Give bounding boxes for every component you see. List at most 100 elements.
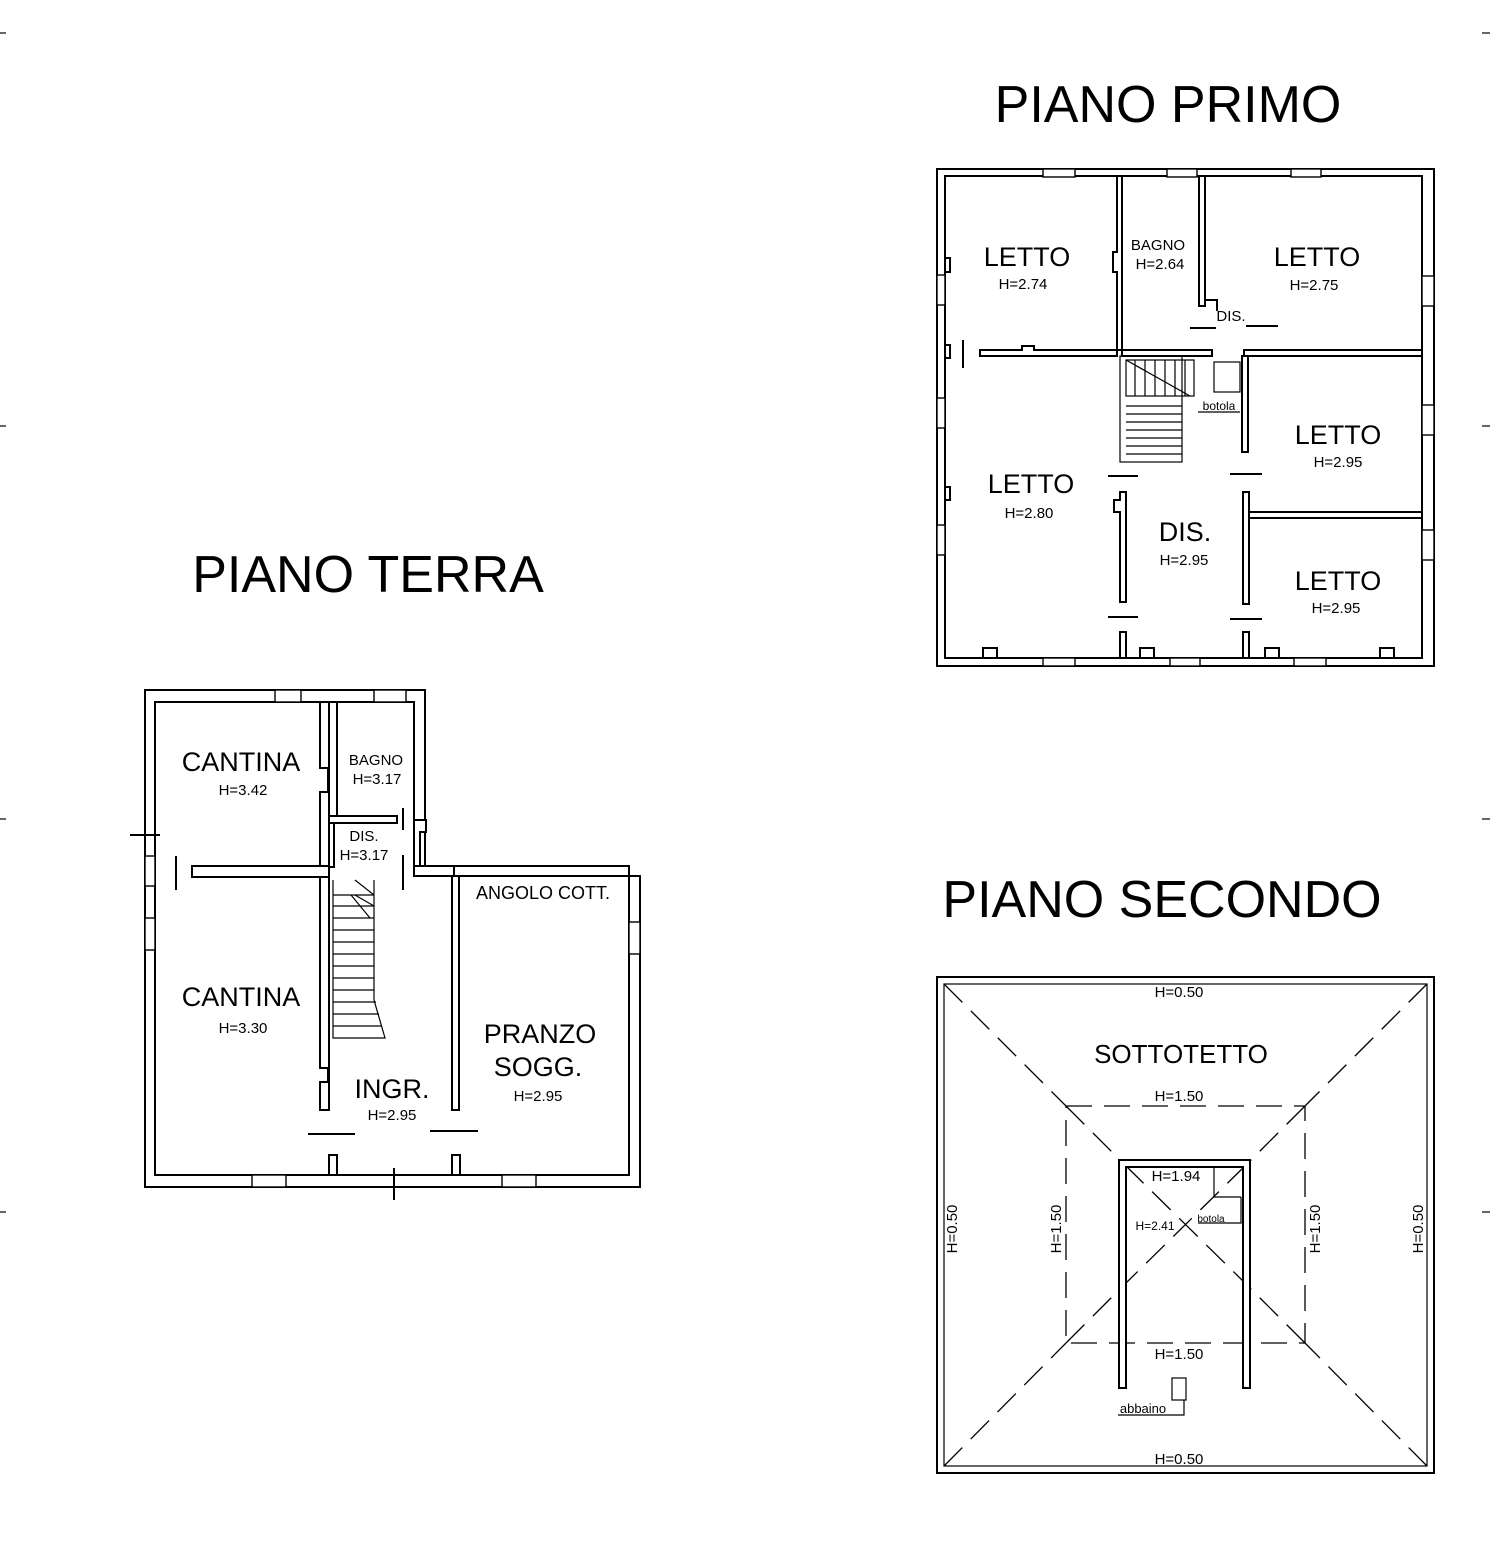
terra-height-dis: H=3.17 <box>340 847 389 864</box>
primo-room-letto-ne: LETTO <box>1274 242 1361 272</box>
secondo-room-sottotetto: SOTTOTETTO <box>1094 1039 1268 1069</box>
terra-wall-bagno <box>328 701 338 817</box>
primo-wall-notch <box>945 344 951 359</box>
primo-height-dis: H=2.95 <box>1160 552 1209 569</box>
terra-window <box>251 1174 287 1188</box>
secondo-height-inner-top: H=1.94 <box>1152 1168 1201 1185</box>
terra-room-angolo-cottura: ANGOLO COTT. <box>476 883 610 903</box>
primo-window <box>1290 168 1322 178</box>
primo-wall <box>1112 175 1123 351</box>
primo-botola-label: botola <box>1203 399 1236 413</box>
primo-height-letto-w: H=2.80 <box>1005 505 1054 522</box>
terra-room-pranzo-line1: PRANZO <box>484 1019 597 1049</box>
secondo-botola-frame <box>1198 1197 1242 1224</box>
primo-height-bagno: H=2.64 <box>1136 256 1185 273</box>
terra-height-cantina-bottom: H=3.30 <box>219 1020 268 1037</box>
primo-room-letto-w: LETTO <box>988 469 1075 499</box>
primo-wall-horizontal <box>1243 349 1423 357</box>
primo-room-letto-nw: LETTO <box>984 242 1071 272</box>
piano-terra-plan: PIANO TERRA <box>130 546 641 1200</box>
secondo-outer-wall <box>936 976 1435 1474</box>
primo-window <box>936 397 946 429</box>
primo-wall-notch <box>945 257 951 273</box>
terra-window <box>373 689 407 703</box>
terra-staircase <box>332 879 386 1039</box>
sheet-tick-marks <box>0 32 1490 1213</box>
terra-wall-bagno-bottom <box>328 815 398 824</box>
secondo-height-mid-right: H=1.50 <box>1307 1205 1324 1254</box>
secondo-height-mid-top: H=1.50 <box>1155 1088 1204 1105</box>
primo-room-dis-small: DIS. <box>1216 308 1245 325</box>
secondo-height-outer-right: H=0.50 <box>1410 1205 1427 1254</box>
primo-room-bagno: BAGNO <box>1131 237 1185 254</box>
secondo-inner-wall <box>943 983 1428 1467</box>
terra-room-ingresso: INGR. <box>354 1074 429 1104</box>
terra-wall-stair-west <box>319 876 330 1111</box>
terra-window <box>274 689 302 703</box>
primo-wall-notch <box>1379 647 1395 658</box>
secondo-height-mid-bottom: H=1.50 <box>1155 1346 1204 1363</box>
secondo-botola-label: botola <box>1197 1214 1225 1225</box>
terra-entrance <box>308 1130 478 1200</box>
primo-window <box>1166 168 1198 178</box>
terra-height-pranzo: H=2.95 <box>514 1088 563 1105</box>
primo-window <box>1042 168 1076 178</box>
terra-inner-wall <box>154 701 630 1176</box>
secondo-abbaino-leader <box>1118 1400 1185 1416</box>
secondo-height-outer-bottom: H=0.50 <box>1155 1451 1204 1468</box>
terra-wall-cantina-divider <box>191 865 330 878</box>
primo-height-letto-e1: H=2.95 <box>1314 454 1363 471</box>
terra-window <box>144 917 156 951</box>
primo-window <box>1042 657 1076 667</box>
terra-window <box>501 1174 537 1188</box>
primo-staircase <box>1119 355 1195 463</box>
terra-room-bagno: BAGNO <box>349 752 403 769</box>
terra-room-cantina-bottom: CANTINA <box>182 982 301 1012</box>
secondo-abbaino-label: abbaino <box>1120 1401 1166 1416</box>
terra-room-cantina-top: CANTINA <box>182 747 301 777</box>
primo-room-letto-e2: LETTO <box>1295 566 1382 596</box>
primo-height-letto-ne: H=2.75 <box>1290 277 1339 294</box>
primo-window <box>936 274 946 306</box>
piano-primo-plan: PIANO PRIMO <box>936 76 1435 667</box>
primo-room-letto-e1: LETTO <box>1295 420 1382 450</box>
piano-secondo-plan: PIANO SECONDO botola abbaino <box>936 871 1435 1474</box>
terra-window <box>628 921 641 955</box>
primo-height-letto-nw: H=2.74 <box>999 276 1048 293</box>
primo-wall-notch <box>1139 647 1155 658</box>
terra-wall-dis <box>328 822 335 868</box>
piano-primo-title: PIANO PRIMO <box>995 76 1342 134</box>
terra-height-ingresso: H=2.95 <box>368 1107 417 1124</box>
terra-outer-wall <box>144 689 641 1188</box>
primo-wall-dis-west <box>1113 491 1127 603</box>
piano-terra-title: PIANO TERRA <box>192 546 544 604</box>
primo-wall-horizontal <box>979 345 1118 357</box>
primo-window <box>1169 657 1201 667</box>
primo-window <box>1293 657 1327 667</box>
terra-height-bagno: H=3.17 <box>353 771 402 788</box>
terra-wall-kitchen-west <box>451 875 460 1111</box>
terra-height-cantina-top: H=3.42 <box>219 782 268 799</box>
secondo-roof-lines <box>943 983 1428 1467</box>
primo-window <box>1421 529 1435 561</box>
primo-wall-stub <box>1242 631 1250 659</box>
primo-wall-stub <box>1119 631 1127 659</box>
secondo-height-outer-left: H=0.50 <box>944 1205 961 1254</box>
secondo-height-mid-left: H=1.50 <box>1048 1205 1065 1254</box>
primo-wall-letto-divider <box>1248 511 1423 519</box>
primo-wall-notch <box>945 486 951 501</box>
terra-wall <box>319 701 330 867</box>
piano-secondo-title: PIANO SECONDO <box>942 871 1381 929</box>
primo-window <box>936 524 946 556</box>
primo-wall-bagno-east <box>1198 175 1206 307</box>
primo-dis-notch <box>1205 299 1218 311</box>
primo-wall-horizontal <box>1121 349 1213 357</box>
terra-room-pranzo-line2: SOGG. <box>494 1052 583 1082</box>
primo-wall-notch <box>982 647 998 658</box>
secondo-height-inner-center: H=2.41 <box>1135 1219 1174 1233</box>
terra-wall-kitchen <box>413 865 455 877</box>
primo-height-letto-e2: H=2.95 <box>1312 600 1361 617</box>
primo-window <box>1421 404 1435 436</box>
terra-side-door <box>130 834 177 890</box>
primo-wall-dis-east <box>1242 491 1250 605</box>
